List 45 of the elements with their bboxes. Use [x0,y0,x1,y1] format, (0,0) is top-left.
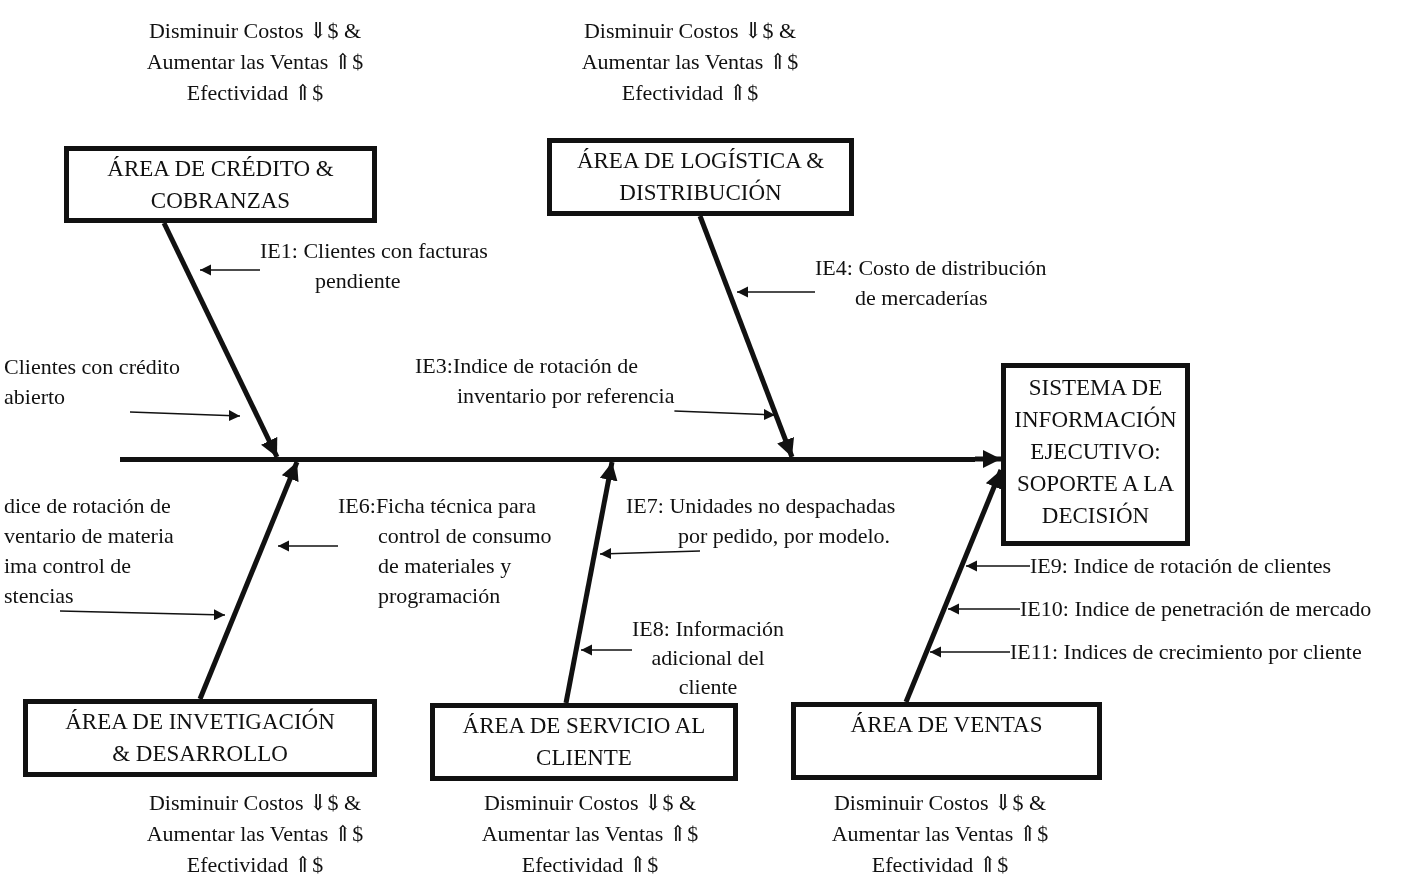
indicator-text: dice de rotación de ventario de materia ima control de stencias [4,491,174,611]
arrow [59,609,226,621]
arrow [599,548,701,560]
arrow [929,646,1011,658]
arrow [129,410,241,422]
fishbone-spine [120,457,975,462]
box-title: ÁREA DE VENTAS [850,711,1043,739]
area-box [1001,363,1190,546]
arrow [199,264,261,276]
box-title: ÁREA DE LOGÍSTICA & DISTRIBUCIÓN [576,147,825,207]
indicator-text: IE1: Clientes con facturas pendiente [260,236,488,296]
area-box [791,702,1102,780]
indicator-text: IE11: Indices de crecimiento por cliente [1010,637,1362,667]
goal-text: Disminuir Costos ⇓$ & Aumentar las Ventas ⇑$ Efectividad ⇑$ [581,17,799,107]
arrow [277,540,339,552]
arrow [736,286,816,298]
area-box [64,146,377,223]
goal-text: Disminuir Costos ⇓$ & Aumentar las Ventas ⇑$ Efectividad ⇑$ [481,789,699,879]
bone-arrow [161,221,280,459]
arrow [965,560,1031,572]
box-title: ÁREA DE CRÉDITO & COBRANZAS [107,155,334,215]
indicator-text: IE6:Ficha técnica para control de consumo de materiales y programación [338,491,552,611]
goal-text: Disminuir Costos ⇓$ & Aumentar las Ventas ⇑$ Efectividad ⇑$ [146,17,364,107]
indicator-text: Clientes con crédito abierto [4,352,180,412]
arrow [947,603,1021,615]
box-title: SISTEMA DE INFORMACIÓN EJECUTIVO: SOPORTE A LA DECISIÓN [1014,374,1177,530]
box-title: ÁREA DE INVETIGACIÓN & DESARROLLO [65,707,335,768]
arrow [580,644,633,656]
arrow [673,408,776,421]
box-title: ÁREA DE SERVICIO AL CLIENTE [462,712,706,772]
indicator-text: IE10: Indice de penetración de mercado [1020,594,1372,624]
bone-arrow [975,450,1001,468]
area-box [547,138,854,216]
indicator-text: IE3:Indice de rotación de inventario por referencia [415,351,675,411]
goal-text: Disminuir Costos ⇓$ & Aumentar las Ventas ⇑$ Efectividad ⇑$ [146,789,364,879]
bone-arrow [697,215,795,458]
bone-arrow [197,461,300,700]
indicator-text: IE4: Costo de distribución de mercaderías [815,253,1047,313]
area-box [23,699,377,777]
indicator-text: IE7: Unidades no despachadas por pedido, por modelo. [626,491,896,551]
area-box [430,703,738,781]
goal-text: Disminuir Costos ⇓$ & Aumentar las Ventas ⇑$ Efectividad ⇑$ [831,789,1049,879]
indicator-text: IE8: Información adicional del cliente [632,614,785,701]
bone-arrow [563,461,618,704]
indicator-text: IE9: Indice de rotación de clientes [1030,551,1332,581]
